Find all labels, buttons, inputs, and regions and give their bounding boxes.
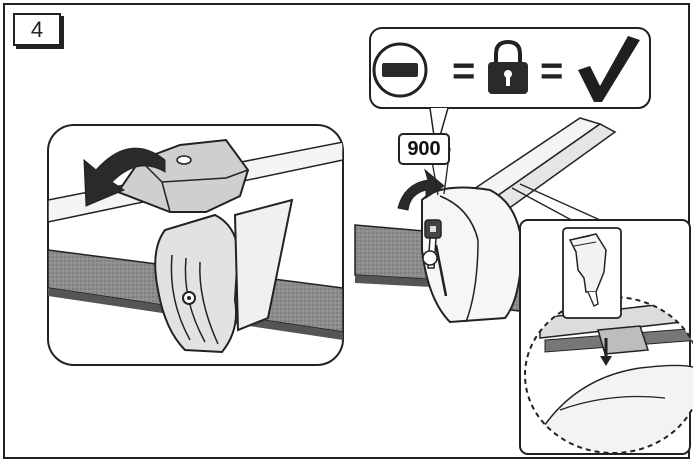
legend-box: = = [369, 27, 651, 151]
foot-body [154, 213, 240, 354]
turn-arrow-icon [397, 168, 445, 211]
hand-icon [562, 227, 622, 319]
inset-detail [519, 219, 693, 455]
key-icon [422, 237, 448, 297]
padlock-icon [488, 39, 528, 94]
step-number: 4 [13, 13, 61, 46]
stop-sign-icon [372, 42, 428, 98]
equals-sign-1: = [452, 49, 475, 93]
equals-sign-2: = [540, 49, 563, 93]
checkmark-icon [578, 36, 640, 102]
value-badge: 900 [398, 133, 450, 165]
left-panel [47, 124, 344, 366]
rotate-arrow-icon [83, 147, 166, 207]
